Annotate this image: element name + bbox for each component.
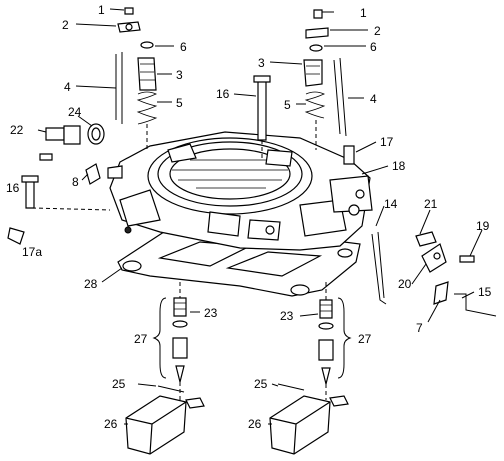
label-2-left: 2: [62, 18, 69, 32]
label-1-right: 1: [360, 6, 367, 20]
label-22: 22: [10, 123, 24, 137]
label-25-right: 25: [254, 377, 268, 391]
label-5-left: 5: [176, 96, 183, 110]
carburetor-body: [107, 131, 373, 251]
label-23-left: 23: [204, 306, 218, 320]
label-14: 14: [384, 197, 398, 211]
label-27-right: 27: [358, 332, 372, 346]
screw-part-16: [21, 75, 271, 209]
label-25-left: 25: [112, 377, 126, 391]
leader-lines: [37, 8, 483, 425]
label-26-left: 26: [104, 417, 118, 431]
label-8: 8: [72, 175, 79, 189]
label-15: 15: [478, 285, 492, 299]
label-1-left: 1: [98, 3, 105, 17]
label-18: 18: [392, 159, 406, 173]
floats-part-26: [125, 395, 349, 455]
label-4-left: 4: [64, 80, 71, 94]
linkage-parts: [371, 231, 497, 317]
label-17a: 17a: [22, 245, 42, 259]
alignment-lines: [31, 120, 327, 400]
bracket-braces-27: [152, 297, 352, 379]
label-19: 19: [476, 219, 490, 233]
label-3-left: 3: [176, 68, 183, 82]
fitting-part-22-24: [45, 123, 105, 145]
right-metering-assembly: [303, 9, 347, 137]
part-labels: 1 2 6 3 4 5 1 2 6 3 4 5 16 24 22 17 18 8…: [6, 3, 492, 431]
label-5-right: 5: [284, 98, 291, 112]
label-17: 17: [380, 135, 394, 149]
label-16-left: 16: [6, 181, 20, 195]
label-4-right: 4: [370, 92, 377, 106]
label-2-right: 2: [374, 24, 381, 38]
label-7: 7: [416, 321, 423, 335]
label-23-right: 23: [280, 309, 294, 323]
label-3-right: 3: [258, 56, 265, 70]
label-24: 24: [68, 105, 82, 119]
label-20: 20: [398, 277, 412, 291]
label-28: 28: [84, 277, 98, 291]
label-16-top: 16: [216, 87, 230, 101]
label-21: 21: [424, 197, 438, 211]
label-6-right: 6: [370, 40, 377, 54]
label-26-right: 26: [248, 417, 262, 431]
label-6-left: 6: [180, 40, 187, 54]
clip-part-8: [39, 153, 101, 185]
needle-valve-assemblies: [172, 297, 334, 385]
fitting-part-17: [7, 145, 355, 245]
left-metering-assembly: [115, 7, 158, 125]
label-27-left: 27: [134, 332, 148, 346]
